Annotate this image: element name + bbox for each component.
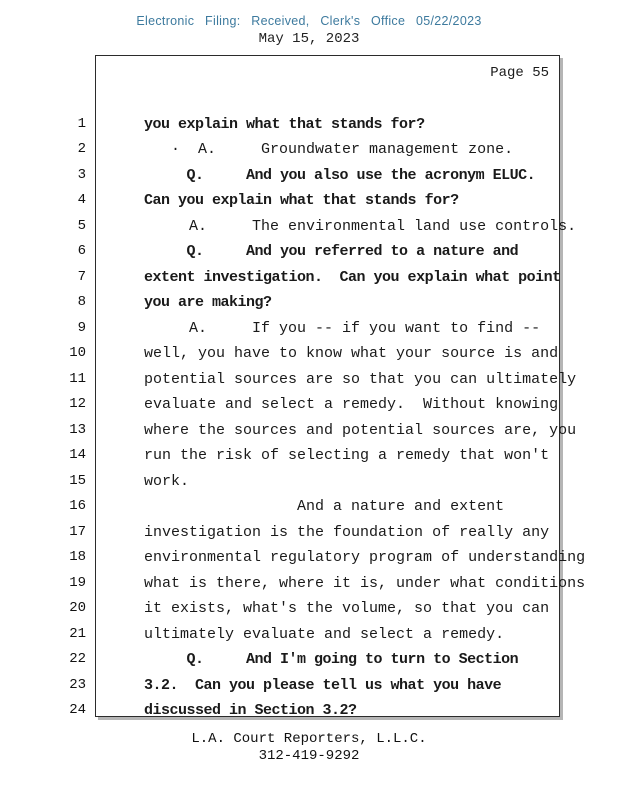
transcript-line: 12 evaluate and select a remedy. Without … [69, 367, 558, 413]
line-number: 19 [69, 574, 86, 591]
transcript-line: 17 investigation is the foundation of rea… [69, 494, 551, 541]
transcript-line: 9 A. If you -- if you want to find -- [78, 290, 551, 337]
transcript-line: 5 A. The environmental land use controls… [78, 188, 577, 235]
line-number: 22 [69, 651, 86, 667]
line-text: Q. And you also use the acronym ELUC. [144, 166, 536, 184]
page-number-label: Page 55 [490, 65, 549, 81]
line-text: A. If you -- if you want to find -- [144, 319, 541, 337]
line-text: Q. And I'm going to turn to Section [144, 651, 519, 668]
line-text: run the risk of selecting a remedy that … [144, 447, 550, 464]
transcript-line: 7 extent investigation. Can you explain w… [78, 239, 561, 286]
reporter-footer: L.A. Court Reporters, L.L.C. 312-419-929… [0, 731, 618, 765]
transcript-box: Page 55 1 you explain what that stands fo… [69, 55, 585, 720]
hearing-date: May 15, 2023 [258, 31, 360, 47]
line-number: 17 [69, 523, 86, 540]
line-number: 13 [69, 421, 86, 438]
line-number: 16 [69, 498, 86, 514]
line-text: ultimately evaluate and select a remedy. [144, 625, 505, 643]
line-number: 14 [69, 447, 86, 463]
line-number: 23 [69, 676, 86, 693]
line-number: 1 [77, 115, 86, 132]
line-number: 20 [69, 600, 86, 616]
transcript-line: 10 well, you have to know what your sourc… [69, 316, 558, 362]
line-text: investigation is the foundation of reall… [144, 523, 550, 541]
transcript-line: 23 3.2. Can you please tell us what you h… [69, 647, 551, 694]
line-number: 21 [69, 625, 86, 642]
line-text: · A. Groundwater management zone. [144, 141, 514, 158]
line-number: 3 [77, 166, 86, 183]
line-number: 6 [77, 243, 86, 259]
line-text: well, you have to know what your source … [144, 345, 559, 362]
transcript-line: 21 ultimately evaluate and select a remed… [69, 596, 551, 643]
line-number: 11 [69, 370, 86, 387]
line-number: 7 [77, 268, 86, 285]
transcript-line: 18 environmental regulatory program of un… [69, 520, 585, 566]
line-text: A. The environmental land use controls. [144, 217, 577, 235]
efiling-stamp: Electronic Filing: Received, Clerk's Off… [136, 14, 482, 28]
transcript-line: 13 where the sources and potential source… [69, 392, 576, 439]
transcript-line: 6 Q. And you referred to a nature and [78, 214, 551, 260]
line-text: evaluate and select a remedy. Without kn… [144, 396, 559, 413]
transcript-line: 4 Can you explain what that stands for? [78, 163, 551, 209]
line-number: 12 [69, 396, 86, 412]
line-text: And a nature and extent [144, 498, 505, 515]
transcript-line: 15 work. [69, 443, 551, 490]
line-text: work. [144, 472, 190, 490]
transcript-line: 20 it exists, what's the volume, so that … [69, 571, 551, 617]
transcript-lines: 1 you explain what that stands for? 2 · A… [69, 86, 585, 720]
line-text: Q. And you referred to a nature and [144, 243, 519, 260]
transcript-line: 14 run the risk of selecting a remedy tha… [69, 418, 551, 464]
line-number: 4 [77, 192, 86, 208]
line-text: environmental regulatory program of unde… [144, 549, 586, 566]
line-number: 15 [69, 472, 86, 489]
line-text: potential sources are so that you can ul… [144, 370, 577, 388]
line-number: 8 [77, 294, 86, 310]
line-text: you explain what that stands for? [144, 115, 425, 133]
line-text: where the sources and potential sources … [144, 421, 577, 439]
transcript-line: 3 Q. And you also use the acronym ELUC. [78, 137, 551, 184]
line-number: 5 [77, 217, 86, 234]
line-text: extent investigation. Can you explain wh… [144, 268, 561, 286]
transcript-line: 2 · A. Groundwater management zone. [78, 112, 551, 158]
reporter-company: L.A. Court Reporters, L.L.C. [191, 731, 427, 747]
transcript-line: 24 discussed in Section 3.2? [69, 673, 551, 719]
transcript-line: 8 you are making? [78, 265, 551, 311]
reporter-phone: 312-419-9292 [258, 748, 360, 764]
line-text: you are making? [144, 294, 272, 311]
line-text: Can you explain what that stands for? [144, 192, 459, 209]
line-number: 18 [69, 549, 86, 565]
line-number: 10 [69, 345, 86, 361]
transcript-line: 1 you explain what that stands for? [78, 86, 551, 133]
line-text: discussed in Section 3.2? [144, 702, 357, 719]
line-text: it exists, what's the volume, so that yo… [144, 600, 550, 617]
line-text: what is there, where it is, under what c… [144, 574, 586, 592]
transcript-line: 19 what is there, where it is, under what… [69, 545, 585, 592]
line-number: 9 [77, 319, 86, 336]
line-number: 2 [77, 141, 86, 157]
transcript-line: 16 And a nature and extent [69, 469, 551, 515]
transcript-line: 22 Q. And I'm going to turn to Section [69, 622, 551, 668]
transcript-line: 11 potential sources are so that you can … [69, 341, 576, 388]
line-text: 3.2. Can you please tell us what you hav… [144, 676, 502, 694]
line-number: 24 [69, 702, 86, 718]
